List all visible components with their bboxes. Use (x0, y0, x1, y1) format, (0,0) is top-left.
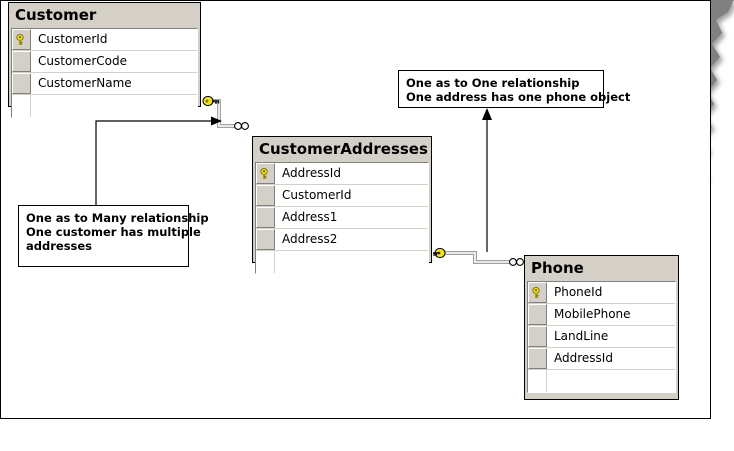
field-row-phone-addressid[interactable]: AddressId (528, 348, 675, 370)
field-name-empty (547, 370, 675, 392)
field-name-phone-addressid: AddressId (554, 351, 613, 365)
field-row-ca-customerid[interactable]: CustomerId (256, 185, 428, 207)
field-name-empty (275, 251, 428, 273)
field-name-customercode: CustomerCode (38, 54, 128, 68)
field-row-customercode[interactable]: CustomerCode (12, 51, 197, 73)
annotation-one-to-many[interactable]: One as to Many relationship One customer… (18, 205, 209, 267)
field-row-address1[interactable]: Address1 (256, 207, 428, 229)
row-selector-ca-customerid[interactable] (256, 185, 275, 206)
annotation-one-to-one[interactable]: One as to One relationship One address h… (398, 70, 631, 108)
field-name-address2: Address2 (282, 232, 338, 246)
entity-title-customeraddresses: CustomerAddresses (255, 139, 429, 162)
field-list-customeraddresses: AddressId CustomerId Address1 Address2 (255, 162, 429, 274)
key-icon (532, 287, 540, 298)
field-row-empty-customeraddresses[interactable] (256, 251, 428, 273)
field-list-customer: CustomerId CustomerCode CustomerName (11, 28, 198, 118)
field-list-phone: PhoneId MobilePhone LandLine AddressId (527, 281, 676, 393)
annotation-one-to-one-line-1: One as to One relationship (406, 76, 580, 90)
annotation-one-to-many-line-3: addresses (26, 239, 93, 253)
field-row-phoneid[interactable]: PhoneId (528, 282, 675, 304)
row-selector-customername[interactable] (12, 73, 31, 94)
annotation-one-to-many-line-1: One as to Many relationship (26, 211, 209, 225)
row-selector-addressid[interactable] (256, 163, 275, 184)
row-selector-phoneid[interactable] (528, 282, 547, 303)
annotation-one-to-many-line-2: One customer has multiple (26, 225, 201, 239)
key-icon (16, 34, 24, 45)
entity-table-customeraddresses[interactable]: CustomerAddresses AddressId CustomerId (252, 136, 432, 274)
entity-table-phone[interactable]: Phone PhoneId MobilePhone (524, 255, 679, 400)
field-name-address1: Address1 (282, 210, 338, 224)
entity-title-customer: Customer (11, 5, 198, 28)
row-selector-phone-addressid[interactable] (528, 348, 547, 369)
field-row-mobilephone[interactable]: MobilePhone (528, 304, 675, 326)
field-row-customername[interactable]: CustomerName (12, 73, 197, 95)
field-name-ca-customerid: CustomerId (282, 188, 352, 202)
row-selector-mobilephone[interactable] (528, 304, 547, 325)
field-row-empty-phone[interactable] (528, 370, 675, 392)
field-name-customerid: CustomerId (38, 32, 108, 46)
key-icon (260, 168, 268, 179)
row-selector-landline[interactable] (528, 326, 547, 347)
row-selector-customerid[interactable] (12, 29, 31, 50)
row-selector-empty[interactable] (12, 95, 31, 117)
row-selector-empty[interactable] (256, 251, 275, 273)
row-selector-address1[interactable] (256, 207, 275, 228)
field-name-landline: LandLine (554, 329, 609, 343)
row-selector-empty[interactable] (528, 370, 547, 392)
field-name-addressid: AddressId (282, 166, 341, 180)
entity-title-phone: Phone (527, 258, 676, 281)
row-selector-customercode[interactable] (12, 51, 31, 72)
field-name-empty (31, 95, 197, 117)
field-name-customername: CustomerName (38, 76, 132, 90)
field-name-mobilephone: MobilePhone (554, 307, 631, 321)
field-row-address2[interactable]: Address2 (256, 229, 428, 251)
entity-table-customer[interactable]: Customer CustomerId CustomerCode (8, 2, 201, 118)
annotation-one-to-one-line-2: One address has one phone object (406, 90, 631, 104)
field-row-addressid[interactable]: AddressId (256, 163, 428, 185)
row-selector-address2[interactable] (256, 229, 275, 250)
field-name-phoneid: PhoneId (554, 285, 603, 299)
field-row-landline[interactable]: LandLine (528, 326, 675, 348)
field-row-customerid[interactable]: CustomerId (12, 29, 197, 51)
field-row-empty-customer[interactable] (12, 95, 197, 117)
